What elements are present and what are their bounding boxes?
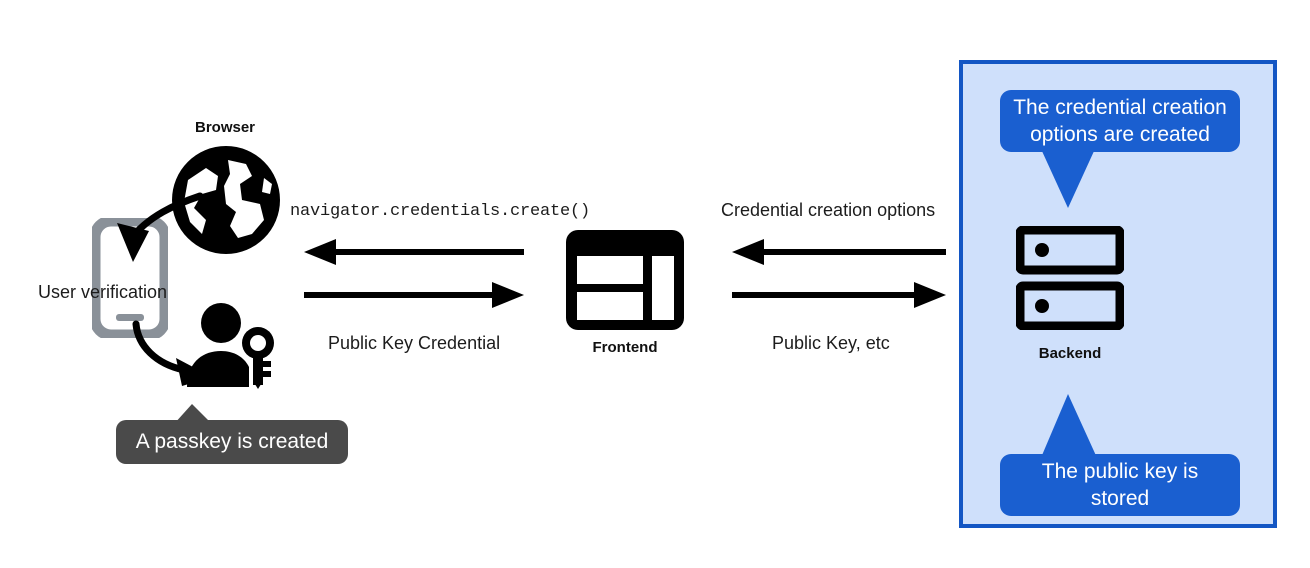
passkey-created-text: A passkey is created <box>135 430 329 453</box>
credential-options-callout-line2: options are created <box>1030 123 1210 146</box>
public-key-stored-callout: The public key is stored <box>1000 392 1240 516</box>
browser-window-layout-icon <box>566 230 684 330</box>
backend-to-frontend-arrow <box>730 238 948 266</box>
frontend-to-browser-arrow <box>302 238 526 266</box>
public-key-credential-label: Public Key Credential <box>328 333 501 353</box>
browser-to-phone-arrow <box>96 190 206 280</box>
smartphone-icon <box>89 215 171 341</box>
server-rack-icon <box>1015 225 1125 331</box>
public-key-stored-line1: The public key is <box>1041 460 1199 483</box>
globe-icon <box>168 142 284 258</box>
frontend-label: Frontend <box>592 339 658 356</box>
public-key-etc-label: Public Key, etc <box>772 333 890 353</box>
credential-options-callout-line1: The credential creation <box>1013 96 1227 119</box>
browser-to-frontend-arrow <box>302 281 526 309</box>
user-verification-label: User verification <box>38 282 168 302</box>
public-key-stored-line2: stored <box>1090 487 1150 510</box>
browser-label: Browser <box>194 119 256 136</box>
person-with-key-icon <box>186 303 282 389</box>
backend-label: Backend <box>1038 345 1102 362</box>
credential-creation-options-label: Credential creation options <box>721 200 936 220</box>
credential-options-created-callout: The credential creation options are crea… <box>1000 90 1240 210</box>
passkey-created-callout: A passkey is created <box>116 400 348 464</box>
frontend-to-backend-arrow <box>730 281 948 309</box>
navigator-create-label: navigator.credentials.create() <box>290 202 591 221</box>
